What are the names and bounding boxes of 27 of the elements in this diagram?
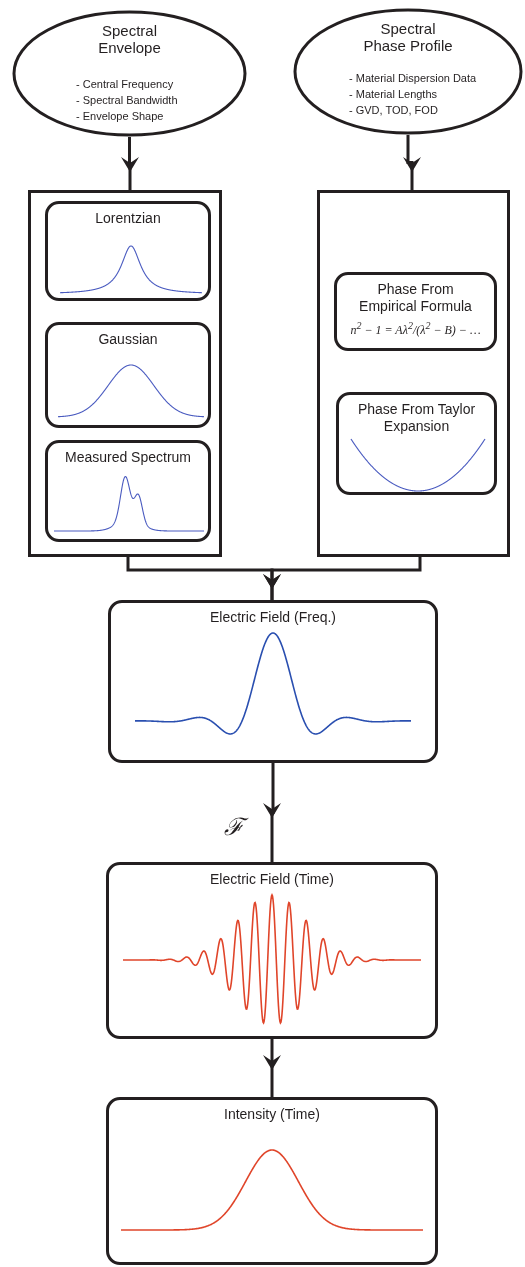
bullet-item: - GVD, TOD, FOD xyxy=(349,103,438,118)
process-box xyxy=(45,440,211,542)
node-title: Intensity (Time) xyxy=(223,1106,321,1123)
node-title: Phase From Taylor Expansion xyxy=(356,401,477,435)
process-box xyxy=(108,600,438,763)
process-box xyxy=(106,862,438,1039)
node-title: Measured Spectrum xyxy=(63,449,193,466)
bullet-item: - Material Lengths xyxy=(349,87,438,102)
process-box xyxy=(336,392,497,495)
node-title: Phase From Empirical Formula xyxy=(358,281,473,315)
process-box xyxy=(45,201,211,301)
bullet-item: - Central Frequency xyxy=(76,77,174,92)
node-title: Electric Field (Time) xyxy=(209,871,335,888)
node-title: Spectral Phase Profile xyxy=(362,20,454,54)
node-title: Electric Field (Freq.) xyxy=(209,609,337,626)
bullet-item: - Material Dispersion Data xyxy=(349,71,477,86)
group-box xyxy=(317,190,510,557)
node-title: Lorentzian xyxy=(94,210,162,227)
node-title: Spectral Envelope xyxy=(97,22,162,56)
bullet-item: - Spectral Bandwidth xyxy=(76,93,178,108)
process-box xyxy=(334,272,497,351)
group-box xyxy=(28,190,222,557)
bullet-item: - Envelope Shape xyxy=(76,109,164,124)
process-box xyxy=(106,1097,438,1265)
process-box xyxy=(45,322,211,428)
node-title: Gaussian xyxy=(97,331,159,348)
formula-text: n$^{2}$ − 1 = Aλ$^{2}$/(λ$^{2}$ − B) − … xyxy=(349,320,482,338)
